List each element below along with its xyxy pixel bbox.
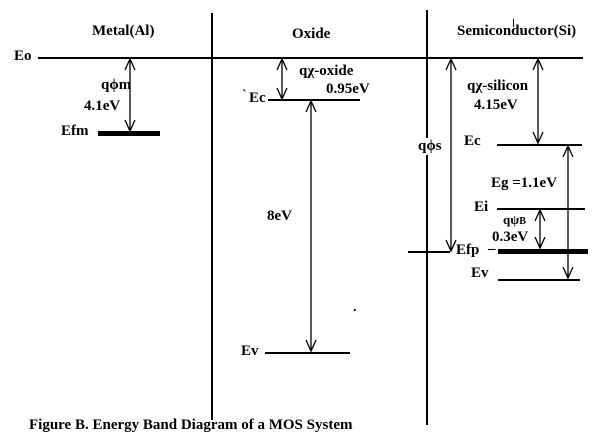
si-conduction-band-label: Ec <box>464 133 481 149</box>
metal-oxide-interface-line <box>211 13 213 420</box>
stray-accent-mark: ` <box>242 88 247 103</box>
oxide-conduction-band-label: Ec <box>249 90 266 106</box>
oxide-electron-affinity-arrow <box>276 57 288 101</box>
silicon-electron-affinity-symbol: qχ-silicon <box>467 78 529 94</box>
fermi-level-extension-line <box>408 251 450 253</box>
bulk-potential-value: 0.3eV <box>492 229 529 245</box>
vacuum-level-line <box>38 57 583 59</box>
figure-caption: Figure B. Energy Band Diagram of a MOS S… <box>29 417 353 433</box>
silicon-electron-affinity-value: 4.15eV <box>474 97 518 113</box>
si-fermi-level-bar <box>498 249 588 254</box>
bulk-potential-symbol: qψB <box>503 212 526 227</box>
semiconductor-work-function-symbol: qϕs <box>416 138 444 155</box>
oxide-semiconductor-interface-line <box>426 10 428 425</box>
silicon-band-gap-arrow <box>562 144 574 280</box>
semiconductor-region-title: Semiconductor(Si) <box>457 23 577 39</box>
oxide-band-gap-value: 8eV <box>267 208 292 224</box>
oxide-band-gap-arrow <box>305 99 317 353</box>
metal-work-function-arrow <box>124 57 136 133</box>
oxide-valence-band-line <box>265 352 350 354</box>
si-fermi-level-dash: – <box>488 241 496 257</box>
si-valence-band-label: Ev <box>471 265 489 281</box>
metal-work-function-value: 4.1eV <box>84 98 121 114</box>
oxide-electron-affinity-value: 0.95eV <box>326 81 370 97</box>
stray-tick-mark <box>513 19 514 27</box>
metal-fermi-level-bar <box>98 131 160 136</box>
oxide-electron-affinity-symbol: qχ-oxide <box>299 63 354 79</box>
bulk-potential-arrow <box>534 208 546 250</box>
oxide-conduction-band-line <box>268 99 360 101</box>
si-fermi-level-label: Efp <box>456 242 480 258</box>
si-intrinsic-level-line <box>497 208 585 210</box>
si-valence-band-line <box>498 279 580 281</box>
semiconductor-work-function-arrow <box>445 57 457 253</box>
si-conduction-band-line <box>497 144 582 146</box>
bulk-potential-symbol-text: qψ <box>503 212 520 227</box>
stray-dot-mark: . <box>353 300 357 315</box>
metal-work-function-symbol: qϕm <box>101 77 132 93</box>
oxide-region-title: Oxide <box>292 26 331 42</box>
vacuum-level-label: Eo <box>14 48 32 64</box>
metal-fermi-level-label: Efm <box>61 123 89 139</box>
metal-region-title: Metal(Al) <box>92 23 155 39</box>
oxide-valence-band-label: Ev <box>241 343 259 359</box>
bulk-potential-subscript: B <box>519 216 526 227</box>
silicon-electron-affinity-arrow <box>532 57 544 145</box>
si-intrinsic-level-label: Ei <box>474 199 489 215</box>
si-band-gap-label: Eg =1.1eV <box>491 175 558 191</box>
